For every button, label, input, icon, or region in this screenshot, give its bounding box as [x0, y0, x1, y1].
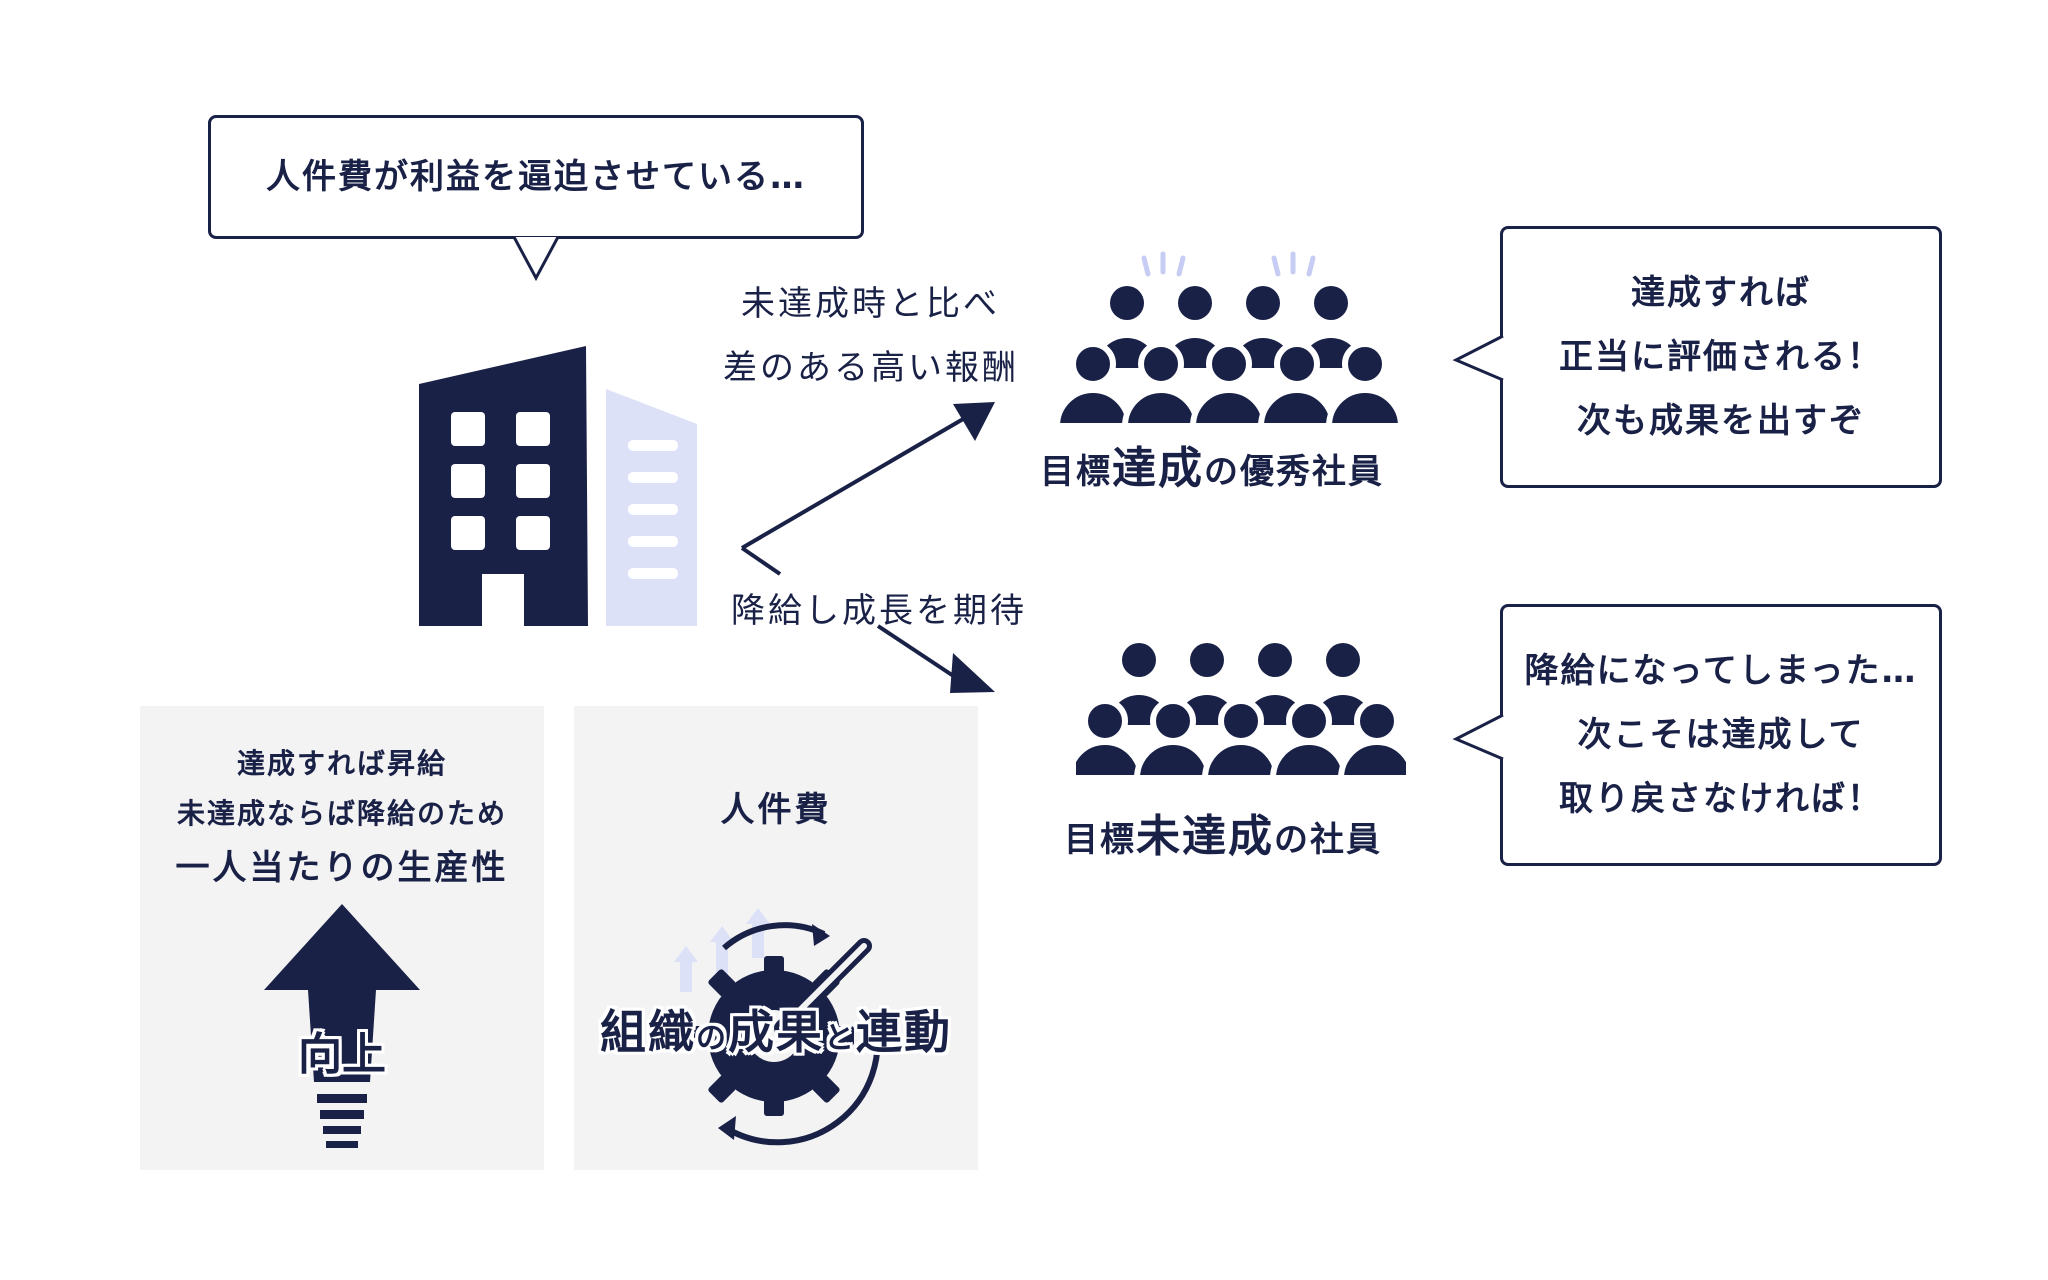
non-achievers-bubble-line1: 降給になってしまった… [1524, 651, 1918, 691]
lower-arrow-line-a [740, 546, 782, 576]
achievers-bubble-tail [1452, 334, 1504, 382]
overlay-part-result: 成果 [728, 1005, 824, 1059]
productivity-panel: 達成すれば昇給 未達成ならば降給のため 一人当たりの生産性 向上 [140, 706, 544, 1170]
non-achievers-bubble-line3: 取り戻さなければ！ [1559, 779, 1883, 819]
non-achievers-title-emphasis: 未達成 [1136, 811, 1274, 862]
non-achievers-bubble-box: 降給になってしまった… 次こそは達成して 取り戻さなければ！ [1500, 604, 1942, 866]
overlay-part-to: と [824, 1021, 856, 1056]
company-bubble-tail [512, 236, 560, 282]
lower-arrow-head [950, 653, 995, 693]
achievers-bubble-line3: 次も成果を出すぞ [1577, 401, 1865, 441]
non-achievers-people-icon [1076, 643, 1406, 780]
non-achievers-bubble-line2: 次こそは達成して [1577, 715, 1865, 755]
lower-arrow-line-b [876, 624, 960, 681]
company-bubble-text: 人件費が利益を逼迫させている… [266, 157, 806, 197]
achievers-title-emphasis: 達成 [1112, 443, 1204, 494]
achievers-bubble-line1: 達成すれば [1631, 273, 1811, 313]
overlay-part-no: の [696, 1021, 728, 1056]
achievers-title-prefix: 目標 [1040, 452, 1112, 492]
achievers-people-icon [1060, 251, 1400, 429]
upper-arrow-head [953, 402, 995, 441]
achievers-title: 目標達成の優秀社員 [1040, 432, 1384, 496]
achievers-bubble-box: 達成すれば 正当に評価される！ 次も成果を出すぞ [1500, 226, 1942, 488]
productivity-line2: 未達成ならば降給のため [176, 797, 507, 830]
productivity-line3: 一人当たりの生産性 [175, 848, 509, 888]
overlay-part-org: 組織 [600, 1005, 696, 1059]
non-achievers-bubble-tail [1452, 713, 1504, 761]
labor-cost-title: 人件費 [720, 790, 832, 830]
achievers-title-suffix: の優秀社員 [1204, 452, 1384, 492]
achievers-bubble-line2: 正当に評価される！ [1559, 337, 1883, 377]
upper-arrow-label-line2: 差のある高い報酬 [723, 348, 1019, 388]
company-bubble-box: 人件費が利益を逼迫させている… [208, 115, 864, 239]
productivity-overlay-text: 向上 [298, 1029, 386, 1080]
labor-cost-panel: 人件費 組織の成果と連動 [574, 706, 978, 1170]
up-arrow-icon [264, 904, 420, 1148]
upper-arrow-label-line1: 未達成時と比べ [741, 284, 1000, 324]
lower-arrow-label: 降給し成長を期待 [731, 591, 1027, 631]
non-achievers-title-suffix: の社員 [1274, 820, 1382, 860]
productivity-line1: 達成すれば昇給 [236, 747, 447, 780]
labor-cost-overlay-text: 組織の成果と連動 [574, 996, 978, 1062]
non-achievers-title-prefix: 目標 [1064, 820, 1136, 860]
non-achievers-title: 目標未達成の社員 [1064, 800, 1382, 864]
upper-arrow-line [740, 413, 972, 550]
gear-cycle-icon [674, 908, 881, 1146]
building-icon [419, 346, 697, 626]
overlay-part-linked: 連動 [856, 1005, 952, 1059]
